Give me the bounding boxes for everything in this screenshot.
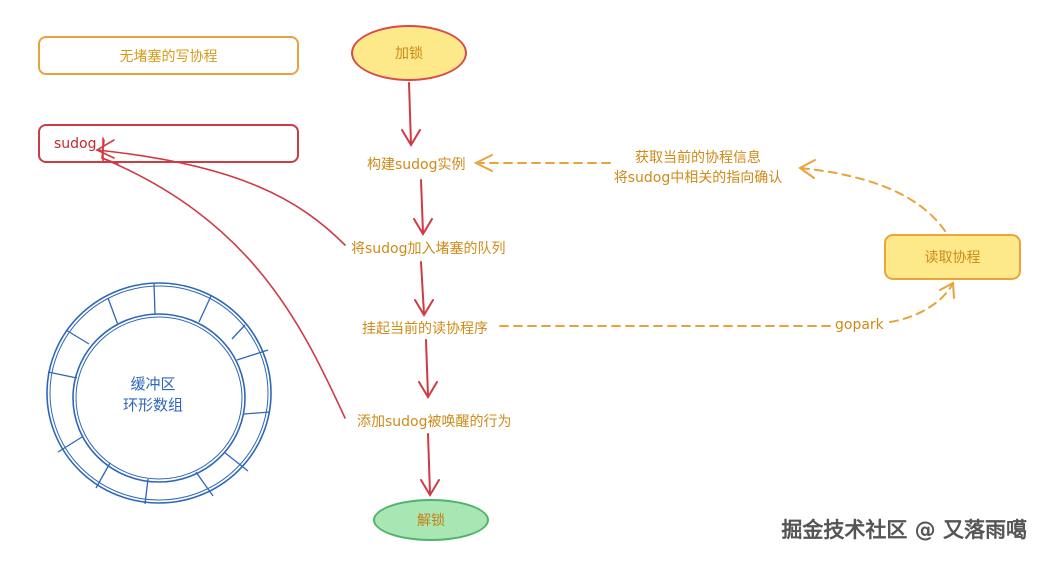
unlock-node: 解锁 [373,499,489,541]
ring-buffer-line1: 缓冲区 [130,375,176,393]
reader-note-line1: 获取当前的协程信息 [635,150,761,166]
step-build-sudog: 构建sudog实例 [367,157,466,173]
reader-note: 获取当前的协程信息 将sudog中相关的指向确认 [608,148,788,188]
link-gopark-to-reader [889,284,953,323]
reader-coroutine-node: 读取协程 [884,234,1021,280]
legend-sudog: sudog [38,124,299,163]
watermark: 掘金技术社区 @ 又落雨噶 [781,518,1027,542]
legend-writer-coroutine: 无堵塞的写协程 [38,36,299,75]
step-enqueue-sudog: 将sudog加入堵塞的队列 [351,241,506,257]
flow-arrows [401,82,440,497]
arrow-step3-to-step4 [425,339,429,397]
gopark-label: gopark [835,317,884,333]
arrow-step1-to-step2 [420,179,424,234]
sudog-links [95,137,346,419]
arrow-step2-to-step3 [420,261,425,315]
reader-links [479,162,953,327]
link-step2-to-sudog [96,149,346,246]
step-park-reader: 挂起当前的读协程序 [362,321,488,337]
arrow-lock-to-step1 [408,82,412,145]
step-add-wakeup: 添加sudog被唤醒的行为 [357,414,512,430]
ring-buffer-line2: 环形数组 [122,396,183,414]
ring-buffer [46,282,272,505]
link-step4-to-sudog [101,157,346,419]
lock-node: 加锁 [351,25,467,81]
ring-buffer-label: 缓冲区 环形数组 [108,374,198,416]
link-reader-to-step1 [799,167,946,232]
arrow-step4-to-unlock [427,433,431,495]
reader-note-line2: 将sudog中相关的指向确认 [613,170,783,186]
